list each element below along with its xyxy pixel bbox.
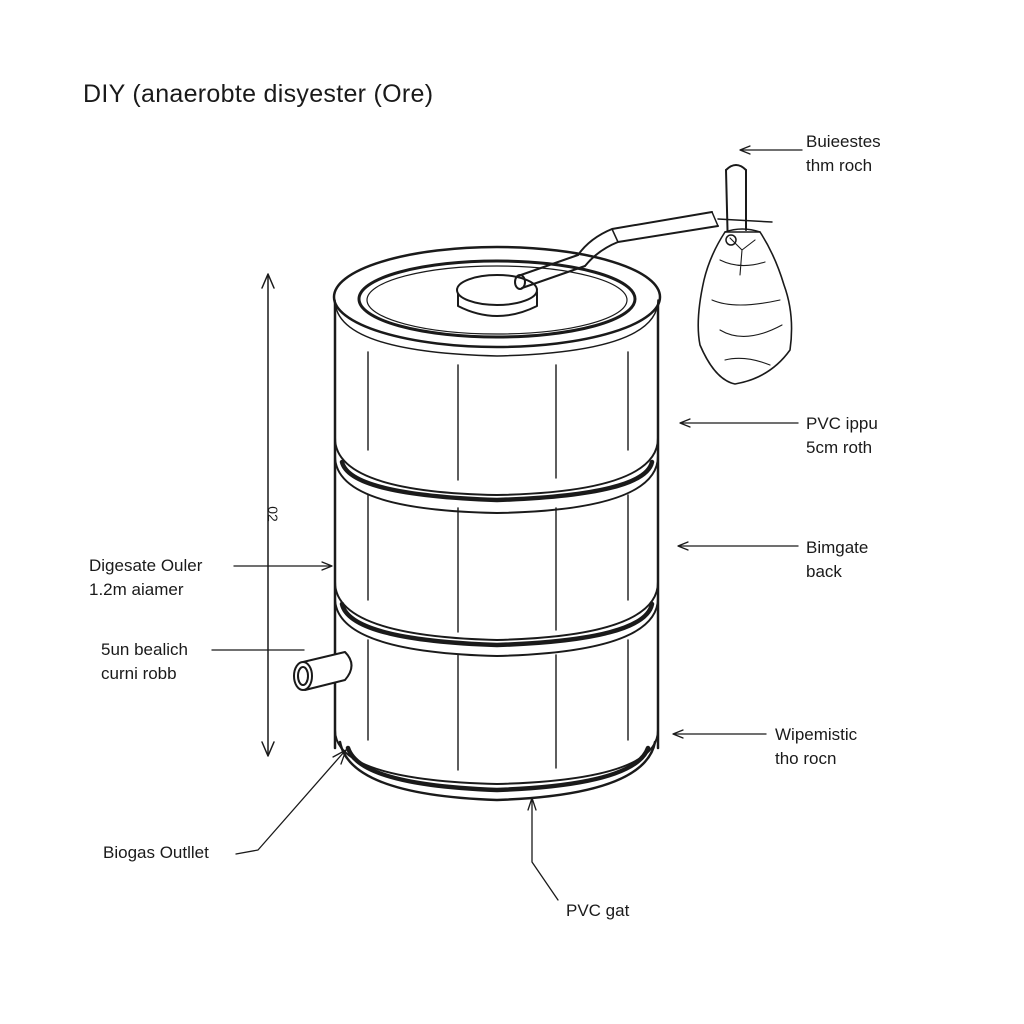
barrel-body bbox=[332, 245, 662, 802]
label-digestate-line2: 1.2m aiamer bbox=[89, 580, 184, 599]
label-digestate-line1: Digesate Ouler bbox=[89, 556, 203, 575]
label-lower-right-line1: Wipemistic bbox=[775, 725, 858, 744]
label-pvc-bottom: PVC gat bbox=[566, 901, 630, 920]
label-side-port-line1: 5un bealich bbox=[101, 640, 188, 659]
barrel-lid-cap bbox=[456, 274, 538, 317]
diagram-title: DIY (anaerobte disyester (Ore) bbox=[83, 80, 434, 108]
label-biogas-back: Bimgate back bbox=[806, 536, 868, 584]
label-biogas-back-line1: Bimgate bbox=[806, 538, 869, 557]
label-top-right: Buieestes thm roch bbox=[806, 130, 881, 178]
label-side-port: 5un bealich curni robb bbox=[101, 638, 188, 686]
label-top-right-line1: Buieestes bbox=[806, 132, 881, 151]
label-pvc-inlet-line2: 5cm roth bbox=[806, 438, 873, 457]
gas-pipe bbox=[514, 164, 773, 290]
height-label: 02 bbox=[265, 506, 281, 522]
label-lower-right-line2: tho rocn bbox=[775, 749, 837, 768]
height-dimension-line bbox=[261, 273, 275, 757]
label-biogas-outlet: Biogas Outllet bbox=[103, 843, 209, 862]
label-lower-right: Wipemistic tho rocn bbox=[775, 723, 857, 771]
label-digestate: Digesate Ouler 1.2m aiamer bbox=[89, 554, 202, 602]
leader-lines bbox=[211, 145, 803, 901]
label-biogas-back-line2: back bbox=[806, 562, 842, 581]
label-pvc-inlet: PVC ippu 5cm roth bbox=[806, 412, 878, 460]
gas-collection-bag bbox=[697, 228, 793, 385]
label-side-port-line2: curni robb bbox=[101, 664, 177, 683]
side-outlet-port bbox=[293, 651, 353, 691]
label-pvc-inlet-line1: PVC ippu bbox=[806, 414, 878, 433]
label-top-right-line2: thm roch bbox=[806, 156, 873, 175]
